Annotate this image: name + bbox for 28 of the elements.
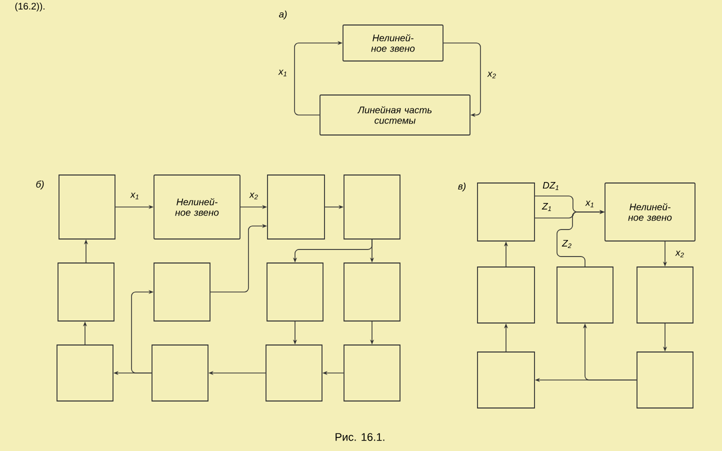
block-box xyxy=(477,352,535,408)
signal-label: x$_{2}$ xyxy=(487,71,497,79)
caption: Рис. 16.1. xyxy=(336,433,384,441)
block-box: Линейная часть системы xyxy=(320,94,470,136)
block-box: Нелиней- ное звено xyxy=(604,182,696,242)
block-box xyxy=(636,352,694,408)
block-box xyxy=(636,266,694,324)
block-box xyxy=(266,262,324,322)
block-box xyxy=(266,344,322,402)
block-box xyxy=(344,344,400,402)
block-box xyxy=(477,182,535,242)
block-box xyxy=(556,266,614,324)
page-text: (16.2)). xyxy=(14,2,46,12)
signal-label: x$_{2}$ xyxy=(675,250,685,258)
block-box xyxy=(344,262,400,322)
block-box xyxy=(477,266,535,324)
block-box: Нелиней- ное звено xyxy=(154,174,240,240)
block-box xyxy=(56,344,114,402)
arrow xyxy=(443,42,481,118)
block-box xyxy=(58,262,114,322)
signal-label: x$_{2}$ xyxy=(249,192,259,200)
block-box xyxy=(267,174,325,240)
block-box: Нелиней- ное звено xyxy=(342,24,444,62)
block-box xyxy=(154,262,210,322)
block-box xyxy=(152,344,208,402)
panel-letter: б) xyxy=(35,180,45,190)
block-box xyxy=(58,174,116,240)
block-box xyxy=(344,174,400,240)
